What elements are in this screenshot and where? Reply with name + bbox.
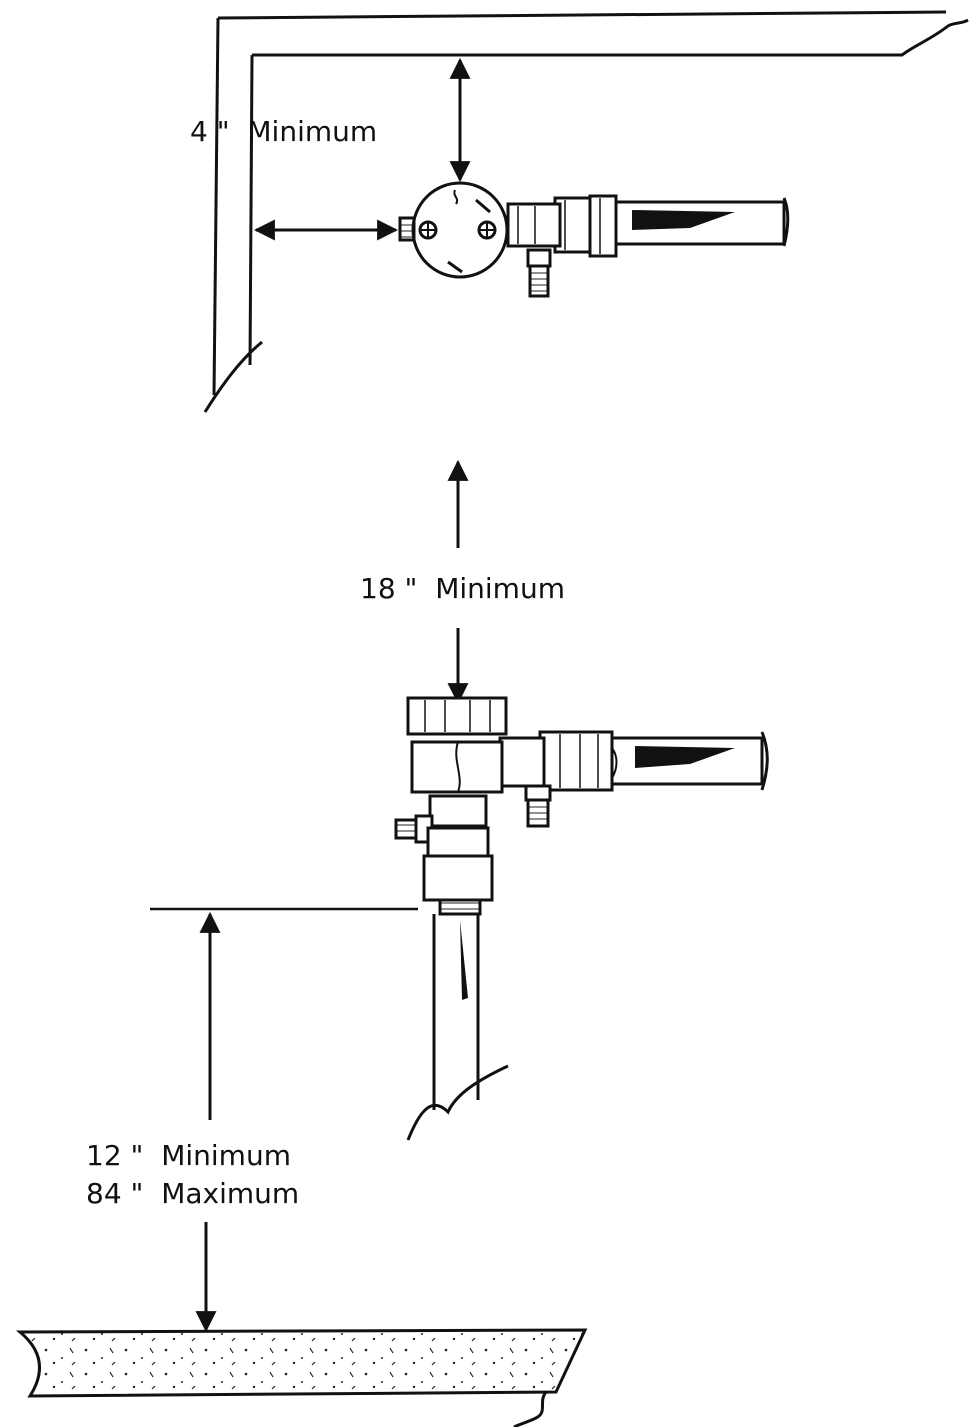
dimension-arrows-upper [253, 57, 471, 241]
label-wall-ceiling-clearance: 4 " Minimum [190, 115, 378, 148]
lower-unit [394, 696, 769, 1141]
floor-slab [15, 1328, 588, 1427]
upper-unit [398, 181, 790, 298]
label-height-minimum: 12 " Minimum [86, 1139, 291, 1172]
dimension-arrows-height [150, 907, 418, 1333]
label-height-maximum: 84 " Maximum [86, 1177, 300, 1210]
wall-ceiling-corner [203, 10, 969, 413]
label-separation-clearance: 18 " Minimum [360, 572, 565, 605]
